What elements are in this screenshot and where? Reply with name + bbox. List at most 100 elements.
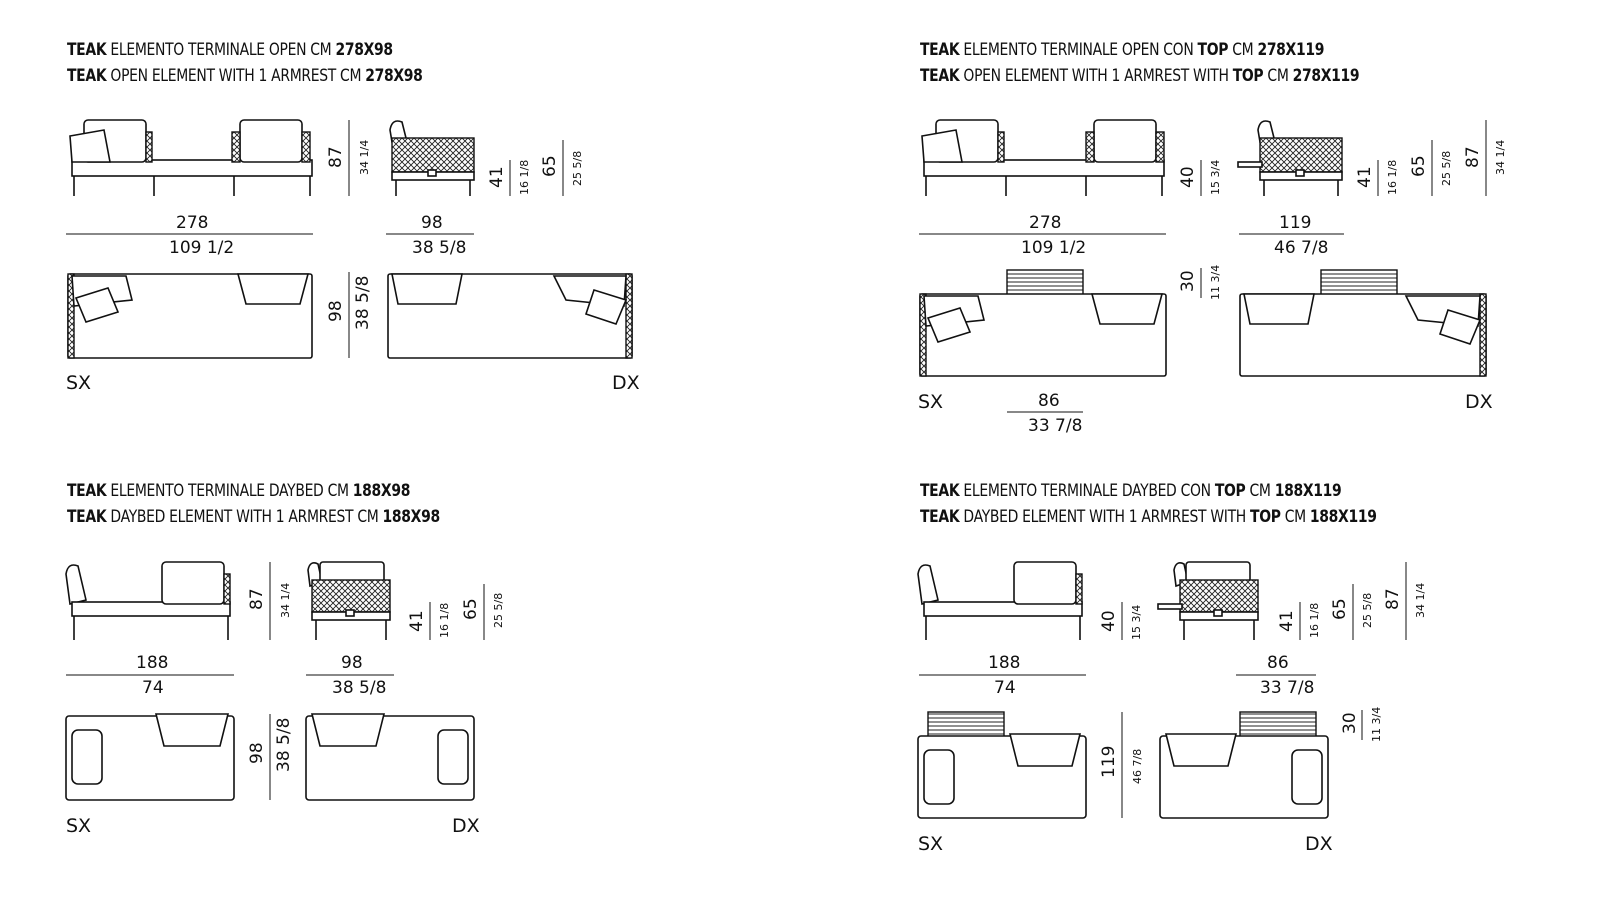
s2-plan-right xyxy=(1239,269,1487,377)
s3-back-in: 25 5/8 xyxy=(492,593,505,628)
s4-plan-in: 46 7/8 xyxy=(1131,749,1144,784)
s4-back-in: 25 5/8 xyxy=(1361,593,1374,628)
header-s4-it: TEAK ELEMENTO TERMINALE DAYBED CON TOP C… xyxy=(920,481,1342,501)
s4-height-dims: 40 15 3/4 41 16 1/8 65 25 5/8 87 34 1/4 xyxy=(1099,562,1427,640)
s4-tray-cm: 30 xyxy=(1340,712,1360,734)
s1-d-in: 38 5/8 xyxy=(412,238,466,258)
s1-plan-dims: 98 38 5/8 xyxy=(326,272,373,358)
s1-side-view-short xyxy=(389,120,475,196)
s4-w-cm: 188 xyxy=(988,653,1020,673)
s1-plan-cm: 98 xyxy=(326,300,346,322)
s4-plan-right xyxy=(1159,711,1329,819)
s1-w-in: 109 1/2 xyxy=(169,238,234,258)
s2-label-sx: SX xyxy=(918,391,943,413)
s2-back-cm: 65 xyxy=(1409,155,1429,177)
header-s3-en: TEAK DAYBED ELEMENT WITH 1 ARMREST CM 18… xyxy=(67,507,440,527)
s4-top-in: 15 3/4 xyxy=(1130,605,1143,640)
s1-w-cm: 278 xyxy=(176,213,208,233)
s4-h-in: 34 1/4 xyxy=(1414,583,1427,618)
s4-w-in: 74 xyxy=(994,678,1016,698)
s4-plan-cm: 119 xyxy=(1099,746,1119,778)
s2-label-dx: DX xyxy=(1465,391,1493,413)
s4-label-sx: SX xyxy=(918,833,943,855)
s3-label-sx: SX xyxy=(66,815,91,837)
s2-d-in: 46 7/8 xyxy=(1274,238,1328,258)
s1-plan-left xyxy=(67,273,313,359)
s3-d-in: 38 5/8 xyxy=(332,678,386,698)
s1-back-in: 25 5/8 xyxy=(571,151,584,186)
s4-back-cm: 65 xyxy=(1330,598,1350,620)
s4-side-view-short xyxy=(1157,561,1259,640)
s4-plan-left xyxy=(917,711,1087,819)
s2-trayw-in: 33 7/8 xyxy=(1028,416,1082,436)
s1-label-dx: DX xyxy=(612,372,640,394)
s2-width-dims: 278 109 1/2 119 46 7/8 xyxy=(919,213,1344,258)
s2-back-in: 25 5/8 xyxy=(1440,151,1453,186)
s1-height-dims: 87 34 1/4 41 16 1/8 65 25 5/8 xyxy=(326,120,584,196)
s3-plan-in: 38 5/8 xyxy=(274,718,294,772)
s3-arm-cm: 41 xyxy=(407,610,427,632)
s4-h-cm: 87 xyxy=(1383,588,1403,610)
header-s4: TEAK ELEMENTO TERMINALE DAYBED CON TOP C… xyxy=(920,478,1377,530)
s2-top-cm: 40 xyxy=(1178,166,1198,188)
s1-width-dims: 278 109 1/2 98 38 5/8 xyxy=(66,213,474,258)
s4-arm-cm: 41 xyxy=(1277,610,1297,632)
s3-plan-right xyxy=(305,713,475,801)
s3-side-view-long xyxy=(65,561,231,640)
s4-d-in: 33 7/8 xyxy=(1260,678,1314,698)
s4-arm-in: 16 1/8 xyxy=(1308,603,1321,638)
s4-side-view-long xyxy=(917,561,1083,640)
s4-tray-in: 11 3/4 xyxy=(1370,707,1383,742)
s2-side-view-long xyxy=(921,119,1165,196)
s3-side-view-short xyxy=(307,561,391,640)
s1-arm-in: 16 1/8 xyxy=(518,160,531,195)
s2-tray-cm: 30 xyxy=(1178,270,1198,292)
header-s2-it: TEAK ELEMENTO TERMINALE OPEN CON TOP CM … xyxy=(920,40,1325,60)
header-s1-it: TEAK ELEMENTO TERMINALE OPEN CM 278X98 xyxy=(67,40,393,60)
s2-trayw-cm: 86 xyxy=(1038,391,1060,411)
s1-d-cm: 98 xyxy=(421,213,443,233)
s1-plan-in: 38 5/8 xyxy=(353,276,373,330)
s4-label-dx: DX xyxy=(1305,833,1333,855)
s2-arm-in: 16 1/8 xyxy=(1386,160,1399,195)
s4-top-cm: 40 xyxy=(1099,610,1119,632)
s1-h-in: 34 1/4 xyxy=(358,140,371,175)
s1-h-cm: 87 xyxy=(326,146,346,168)
s2-d-cm: 119 xyxy=(1279,213,1311,233)
s2-top-in: 15 3/4 xyxy=(1209,160,1222,195)
header-s2: TEAK ELEMENTO TERMINALE OPEN CON TOP CM … xyxy=(920,37,1360,89)
s2-h-cm: 87 xyxy=(1463,146,1483,168)
header-s3-it: TEAK ELEMENTO TERMINALE DAYBED CM 188X98 xyxy=(67,481,411,501)
s2-arm-cm: 41 xyxy=(1355,166,1375,188)
s3-w-in: 74 xyxy=(142,678,164,698)
s2-height-dims: 40 15 3/4 41 16 1/8 65 25 5/8 87 34 1/4 xyxy=(1178,120,1507,196)
s3-h-cm: 87 xyxy=(247,588,267,610)
s4-d-cm: 86 xyxy=(1267,653,1289,673)
s3-plan-cm: 98 xyxy=(247,742,267,764)
s2-w-in: 109 1/2 xyxy=(1021,238,1086,258)
s3-height-dims: 87 34 1/4 41 16 1/8 65 25 5/8 xyxy=(247,562,505,640)
s1-label-sx: SX xyxy=(66,372,91,394)
s2-tray-in: 11 3/4 xyxy=(1209,265,1222,300)
s1-arm-cm: 41 xyxy=(487,166,507,188)
s1-side-view-long xyxy=(69,119,313,196)
s3-label-dx: DX xyxy=(452,815,480,837)
s3-plan-dims: 98 38 5/8 xyxy=(247,714,294,800)
s2-w-cm: 278 xyxy=(1029,213,1061,233)
s3-arm-in: 16 1/8 xyxy=(438,603,451,638)
header-s1: TEAK ELEMENTO TERMINALE OPEN CM 278X98 T… xyxy=(67,37,423,89)
s2-side-view-short xyxy=(1237,120,1343,196)
header-s1-en: TEAK OPEN ELEMENT WITH 1 ARMREST CM 278X… xyxy=(67,66,423,86)
s3-back-cm: 65 xyxy=(461,598,481,620)
header-s4-en: TEAK DAYBED ELEMENT WITH 1 ARMREST WITH … xyxy=(920,507,1377,527)
header-s3: TEAK ELEMENTO TERMINALE DAYBED CM 188X98… xyxy=(67,478,440,530)
s2-plan-dims: 30 11 3/4 86 33 7/8 xyxy=(1007,265,1222,436)
s3-h-in: 34 1/4 xyxy=(279,583,292,618)
s3-width-dims: 188 74 98 38 5/8 xyxy=(66,653,394,698)
s1-back-cm: 65 xyxy=(540,155,560,177)
s3-plan-left xyxy=(65,713,235,801)
s4-plan-dims: 119 46 7/8 30 11 3/4 xyxy=(1099,707,1383,818)
s2-h-in: 34 1/4 xyxy=(1494,140,1507,175)
s3-w-cm: 188 xyxy=(136,653,168,673)
